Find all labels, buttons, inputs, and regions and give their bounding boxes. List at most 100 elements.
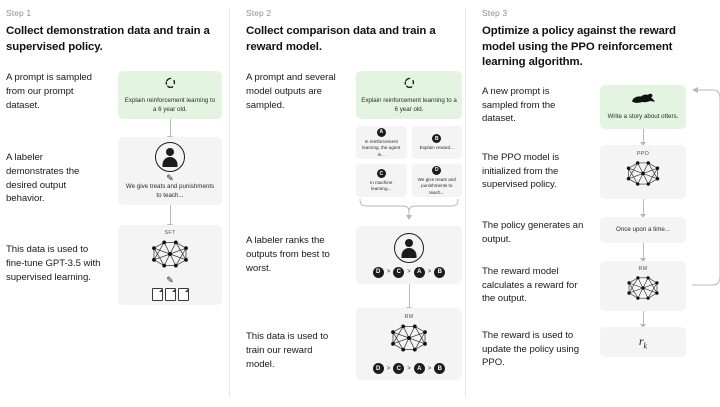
step-1-row-1: A prompt is sampled from our prompt data… xyxy=(6,71,236,141)
step-1-label: Step 1 xyxy=(6,8,32,18)
reward-model-box: RM xyxy=(356,308,462,381)
recycle-arrows-icon xyxy=(403,76,416,94)
step-1-column: Step 1 Collect demonstration data and tr… xyxy=(0,0,236,407)
rm-rank-separator: > xyxy=(386,365,391,372)
reward-symbol: r xyxy=(638,334,644,348)
step-2-label: Step 2 xyxy=(246,8,272,18)
step-2-caption-1: A prompt and several model outputs are s… xyxy=(246,72,336,111)
step-3-row-1: A new prompt is sampled from the dataset… xyxy=(482,85,720,147)
output-option-a-text: In reinforcement learning, the agent is.… xyxy=(362,138,401,157)
document-icon xyxy=(164,287,176,301)
step-2-title: Collect comparison data and train a rewa… xyxy=(246,25,436,53)
reward-formula: rk xyxy=(639,334,647,350)
output-box: Once upon a time... xyxy=(600,217,686,244)
rm-rank-badge-4: B xyxy=(434,363,446,375)
step-2-row-3: This data is used to train our reward mo… xyxy=(246,308,472,381)
pen-icon-sft: ✎ xyxy=(166,274,174,285)
step-3-body: A new prompt is sampled from the dataset… xyxy=(482,85,720,370)
step-1-stage-1: Explain reinforcement learning to a 6 ye… xyxy=(118,71,222,141)
arrow-2-1 xyxy=(406,284,412,312)
column-divider-1 xyxy=(229,8,230,397)
output-box-text: Once upon a time... xyxy=(616,225,670,233)
step-1-stage-2: ✎ We give treats and punishments to teac… xyxy=(118,137,222,229)
rank-badge-3: A xyxy=(413,266,425,278)
step-3-stage-4: RM xyxy=(600,261,686,329)
converge-brace xyxy=(356,197,462,226)
arrow-1-2 xyxy=(167,205,173,229)
rank-separator: > xyxy=(407,269,411,276)
rm-box-label: RM xyxy=(404,314,414,321)
sft-box-label: SFT xyxy=(164,229,176,236)
rm-rank-separator: > xyxy=(427,365,432,372)
output-option-b-text: Explain reward... xyxy=(419,145,454,151)
output-option-a: A In reinforcement learning, the agent i… xyxy=(356,126,407,160)
step-1-caption-1: A prompt is sampled from our prompt data… xyxy=(6,72,92,111)
step-1-row-2: A labeler demonstrates the desired outpu… xyxy=(6,137,236,229)
output-option-b: B Explain reward... xyxy=(411,126,462,160)
step-1-body: A prompt is sampled from our prompt data… xyxy=(6,71,236,306)
neural-network-icon xyxy=(623,159,663,193)
step-3-caption-2: The PPO model is initialized from the su… xyxy=(482,152,560,191)
model-outputs-grid: A In reinforcement learning, the agent i… xyxy=(356,126,462,198)
step-2-stage-3: RM xyxy=(356,308,462,381)
step-3-stage-2: PPO xyxy=(600,145,686,219)
ranking-box: D > C > A > B xyxy=(356,226,462,285)
step-3-row-2: The PPO model is initialized from the su… xyxy=(482,145,720,219)
step-3-row-3: The policy generates an output. Once upo… xyxy=(482,217,720,263)
prompt-box-2-text: Explain reinforcement learning to a 6 ye… xyxy=(361,96,457,113)
documents-icon xyxy=(151,287,189,301)
step-3-row-5: The reward is used to update the policy … xyxy=(482,327,720,370)
step-2-stage-2: D > C > A > B xyxy=(356,226,462,312)
labeler-box-1: ✎ We give treats and punishments to teac… xyxy=(118,137,222,206)
arrow-3-2 xyxy=(640,199,646,219)
step-1-row-3: This data is used to fine-tune GPT-3.5 w… xyxy=(6,225,236,306)
badge-a: A xyxy=(376,127,386,137)
step-1-title: Collect demonstration data and train a s… xyxy=(6,25,210,53)
rm-rank-separator: > xyxy=(407,365,411,372)
rank-separator: > xyxy=(386,269,391,276)
rm-rank-badge-2: C xyxy=(393,363,405,375)
labeler-box-1-text: We give treats and punishments to teach.… xyxy=(125,182,215,199)
person-icon xyxy=(394,232,424,263)
badge-c: C xyxy=(376,169,386,179)
recycle-arrows-icon xyxy=(164,76,177,94)
rm-ranking-order: D > C > A > B xyxy=(372,363,446,375)
step-1-stage-3: SFT xyxy=(118,225,222,306)
step-3-stage-1: Write a story about otters. xyxy=(600,85,686,147)
arrow-1-1 xyxy=(167,119,173,141)
step-3-caption-5: The reward is used to update the policy … xyxy=(482,330,579,369)
otter-icon xyxy=(630,92,656,110)
badge-b: B xyxy=(432,134,442,144)
output-option-c-text: In machine learning... xyxy=(370,180,393,192)
ppo-box-label: PPO xyxy=(636,151,650,158)
arrow-3-4 xyxy=(640,311,646,329)
prompt-box-2: Explain reinforcement learning to a 6 ye… xyxy=(356,71,462,120)
ppo-box: PPO xyxy=(600,145,686,200)
rank-badge-2: C xyxy=(393,266,405,278)
ranking-order: D > C > A > B xyxy=(372,266,446,278)
arrow-3-1 xyxy=(640,129,646,147)
step-3-caption-3: The policy generates an output. xyxy=(482,220,584,245)
rm-rank-badge-1: D xyxy=(372,363,384,375)
reward-value-box: rk xyxy=(600,327,686,358)
output-option-d: D We give treats and punishments to teac… xyxy=(411,164,462,198)
feedback-loop-arrow xyxy=(678,77,720,299)
rm-box-3: RM xyxy=(600,261,686,312)
person-icon xyxy=(155,141,185,172)
prompt-box-1-text: Explain reinforcement learning to a 6 ye… xyxy=(124,96,216,113)
document-icon xyxy=(151,287,163,301)
column-divider-2 xyxy=(465,8,466,397)
step-3-row-4: The reward model calculates a reward for… xyxy=(482,261,720,329)
step-3-caption-1: A new prompt is sampled from the dataset… xyxy=(482,86,556,125)
step-2-caption-2: A labeler ranks the outputs from best to… xyxy=(246,235,330,274)
step-3-column: Step 3 Optimize a policy against the rew… xyxy=(472,0,720,407)
step-1-caption-2: A labeler demonstrates the desired outpu… xyxy=(6,152,80,205)
step-3-label: Step 3 xyxy=(482,8,508,18)
output-option-c: C In machine learning... xyxy=(356,164,407,198)
sft-box: SFT xyxy=(118,225,222,306)
neural-network-icon xyxy=(148,238,192,275)
document-icon xyxy=(177,287,189,301)
prompt-box-3: Write a story about otters. xyxy=(600,85,686,130)
step-2-caption-3: This data is used to train our reward mo… xyxy=(246,331,329,370)
